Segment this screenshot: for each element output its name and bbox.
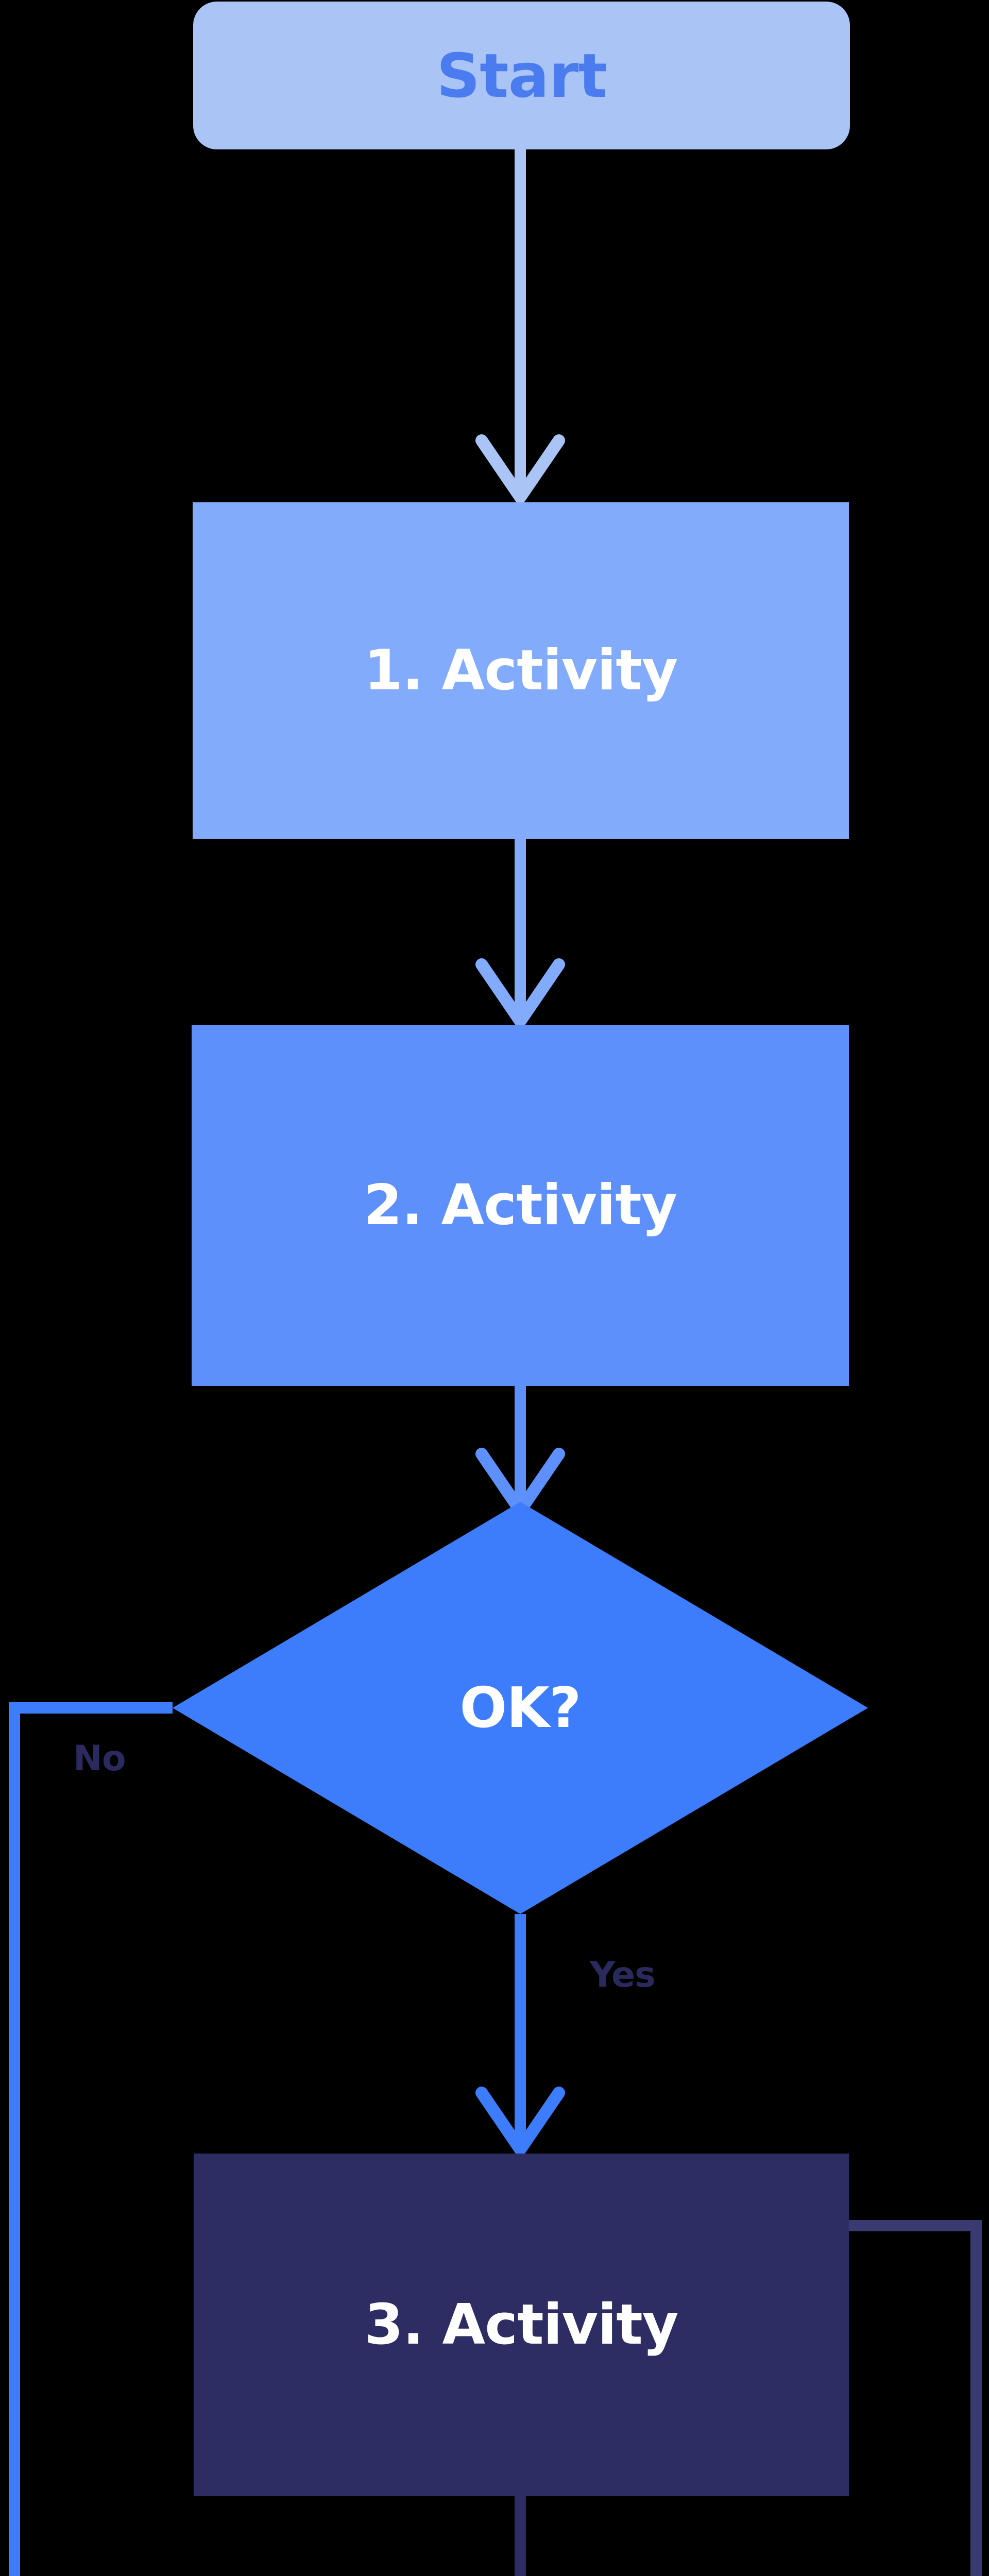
node-start[interactable]: Start <box>193 2 850 149</box>
node-activity-1-label: 1. Activity <box>364 638 678 703</box>
edge-activity3-to-end <box>849 2220 982 2576</box>
node-activity-3-label: 3. Activity <box>364 2292 678 2357</box>
edge-label-yes: Yes <box>590 1955 656 1995</box>
edge-decision-yes-to-activity3 <box>475 1914 565 2156</box>
node-activity-2-label: 2. Activity <box>363 1173 677 1238</box>
node-activity-3[interactable]: 3. Activity <box>194 2154 849 2496</box>
edge-activity3-to-activity4 <box>515 2496 526 2576</box>
edge-label-no: No <box>73 1738 126 1779</box>
node-activity-2[interactable]: 2. Activity <box>192 1025 849 1386</box>
node-activity-1[interactable]: 1. Activity <box>193 502 849 839</box>
diamond-shape-icon <box>173 1502 868 1914</box>
edge-start-to-activity1 <box>475 149 565 503</box>
node-start-label: Start <box>436 40 607 111</box>
node-decision-label: OK? <box>459 1675 581 1740</box>
edge-activity2-to-decision <box>475 1386 565 1517</box>
edge-decision-no-to-activity4 <box>9 1702 173 2576</box>
edge-activity1-to-activity2 <box>475 839 565 1027</box>
node-decision-ok[interactable]: OK? <box>173 1502 868 1914</box>
